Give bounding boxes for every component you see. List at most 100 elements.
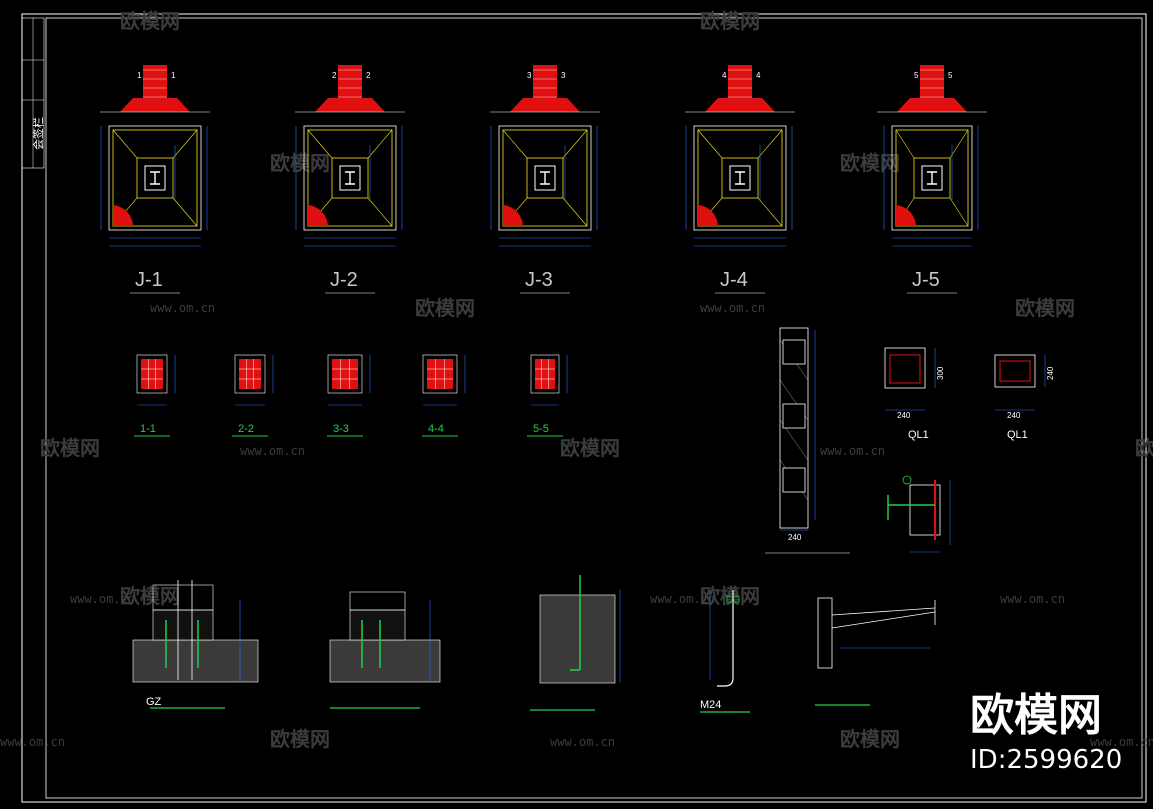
watermark-layer: 欧模网欧模网欧模网欧模网欧模网欧模网欧模网欧模网欧模网欧模网欧模网欧模网欧模网w… bbox=[0, 9, 1153, 751]
watermark-brand: 欧模网 bbox=[415, 296, 475, 320]
footing-column-elevation bbox=[143, 65, 167, 103]
watermark-brand: 欧模网 bbox=[270, 151, 330, 175]
footing-j-1: 1 1J-1 bbox=[100, 65, 210, 294]
footing-title: J-1 bbox=[135, 269, 163, 291]
section-1-1: 1-1 bbox=[134, 354, 176, 437]
footing-base-elevation bbox=[897, 98, 967, 112]
section-4-4: 4-4 bbox=[422, 354, 466, 437]
watermark-brand: 欧模网 bbox=[1135, 436, 1153, 460]
gz-caption: GZ bbox=[146, 696, 162, 708]
section-rebar-cage bbox=[535, 359, 555, 389]
beam-connection-detail bbox=[887, 475, 951, 553]
section-label: 2-2 bbox=[238, 423, 254, 435]
ql1-a-height: 300 bbox=[936, 366, 945, 380]
footing-j-5: 5 5J-5 bbox=[877, 65, 987, 294]
section-mark: 1 bbox=[171, 71, 176, 80]
watermark-url: www.om.cn bbox=[550, 735, 615, 749]
watermark-url: www.om.cn bbox=[1090, 735, 1153, 749]
watermark-url: www.om.cn bbox=[240, 444, 305, 458]
section-rebar-cage bbox=[427, 359, 453, 389]
ql1-a-width: 240 bbox=[897, 411, 911, 420]
footing-plan-outline bbox=[108, 125, 202, 231]
section-mark: 3 bbox=[527, 71, 532, 80]
ring-beam-section-a: 240 300 QL1 bbox=[884, 347, 945, 441]
section-mark: 4 bbox=[756, 71, 761, 80]
footing-base-elevation bbox=[510, 98, 580, 112]
watermark-brand: 欧模网 bbox=[120, 9, 180, 33]
footing-title: J-3 bbox=[525, 269, 553, 291]
footing-base-elevation bbox=[705, 98, 775, 112]
brand-name: 欧模网 bbox=[970, 690, 1102, 741]
section-mark: 5 bbox=[948, 71, 953, 80]
footing-column-elevation bbox=[728, 65, 752, 103]
footing-title: J-5 bbox=[912, 269, 940, 291]
section-rebar-cage bbox=[332, 359, 358, 389]
footing-plan-outline bbox=[891, 125, 973, 231]
anchor-bolt-detail bbox=[530, 575, 621, 711]
watermark-url: www.om.cn bbox=[1000, 592, 1065, 606]
section-label: 3-3 bbox=[333, 423, 349, 435]
footing-base-elevation bbox=[315, 98, 385, 112]
section-2-2: 2-2 bbox=[232, 354, 274, 437]
watermark-brand: 欧模网 bbox=[840, 727, 900, 751]
watermark-url: www.om.cn bbox=[820, 444, 885, 458]
ring-beam-wall-detail: 240 bbox=[765, 327, 850, 554]
section-mark: 2 bbox=[332, 71, 337, 80]
ql1-b-height: 240 bbox=[1046, 366, 1055, 380]
gz-column-base-detail: GZ bbox=[132, 580, 259, 709]
watermark-brand: 欧模网 bbox=[270, 727, 330, 751]
footing-column-elevation bbox=[338, 65, 362, 103]
footing-j-3: 3 3J-3 bbox=[490, 65, 600, 294]
watermark-brand: 欧模网 bbox=[700, 9, 760, 33]
footing-column-elevation bbox=[920, 65, 944, 103]
sign-off-strip: 会签栏 bbox=[21, 17, 45, 169]
rebar-hatch bbox=[698, 205, 718, 226]
section-label: 5-5 bbox=[533, 423, 549, 435]
watermark-url: www.om.cn bbox=[700, 301, 765, 315]
ring-beam-section-b: 240 240 QL1 bbox=[994, 354, 1055, 441]
sign-off-label: 会签栏 bbox=[31, 117, 45, 150]
footing-column-elevation bbox=[533, 65, 557, 103]
m24-caption: M24 bbox=[700, 699, 721, 711]
section-3-3: 3-3 bbox=[327, 354, 371, 437]
m24-bolt-detail: M24 bbox=[700, 590, 750, 713]
footing-base-elevation bbox=[120, 98, 190, 112]
wall-dim-label: 240 bbox=[788, 533, 802, 542]
watermark-url: www.om.cn bbox=[0, 735, 65, 749]
watermark-url: www.om.cn bbox=[150, 301, 215, 315]
section-mark: 1 bbox=[137, 71, 142, 80]
watermark-brand: 欧模网 bbox=[840, 151, 900, 175]
watermark-brand: 欧模网 bbox=[40, 436, 100, 460]
section-mark: 3 bbox=[561, 71, 566, 80]
section-mark: 2 bbox=[366, 71, 371, 80]
drawing-frame bbox=[21, 13, 1147, 803]
watermark-url: www.om.cn bbox=[650, 592, 715, 606]
footing-plan-outline bbox=[498, 125, 592, 231]
ql1-b-label: QL1 bbox=[1007, 429, 1028, 441]
ql1-b-width: 240 bbox=[1007, 411, 1021, 420]
section-5-5: 5-5 bbox=[527, 354, 568, 437]
brand-watermark-block: 欧模网 ID:2599620 bbox=[970, 690, 1122, 775]
watermark-brand: 欧模网 bbox=[1015, 296, 1075, 320]
watermark-brand: 欧模网 bbox=[120, 584, 180, 608]
section-rebar-cage bbox=[141, 359, 163, 389]
section-mark: 5 bbox=[914, 71, 919, 80]
section-label: 1-1 bbox=[140, 423, 156, 435]
column-sections: 1-1 2-2 3-3 4-4 5-5 bbox=[134, 354, 568, 437]
footing-title: J-2 bbox=[330, 269, 358, 291]
drawing-inner-frame bbox=[45, 17, 1143, 799]
brand-id: ID:2599620 bbox=[970, 745, 1122, 775]
ql1-a-label: QL1 bbox=[908, 429, 929, 441]
section-rebar-cage bbox=[239, 359, 261, 389]
watermark-url: www.om.cn bbox=[70, 592, 135, 606]
rebar-hatch bbox=[308, 205, 328, 226]
footing-j-2: 2 2J-2 bbox=[295, 65, 405, 294]
section-label: 4-4 bbox=[428, 423, 444, 435]
column-base-detail-2 bbox=[329, 591, 441, 709]
watermark-brand: 欧模网 bbox=[560, 436, 620, 460]
canopy-detail bbox=[815, 597, 936, 706]
section-mark: 4 bbox=[722, 71, 727, 80]
